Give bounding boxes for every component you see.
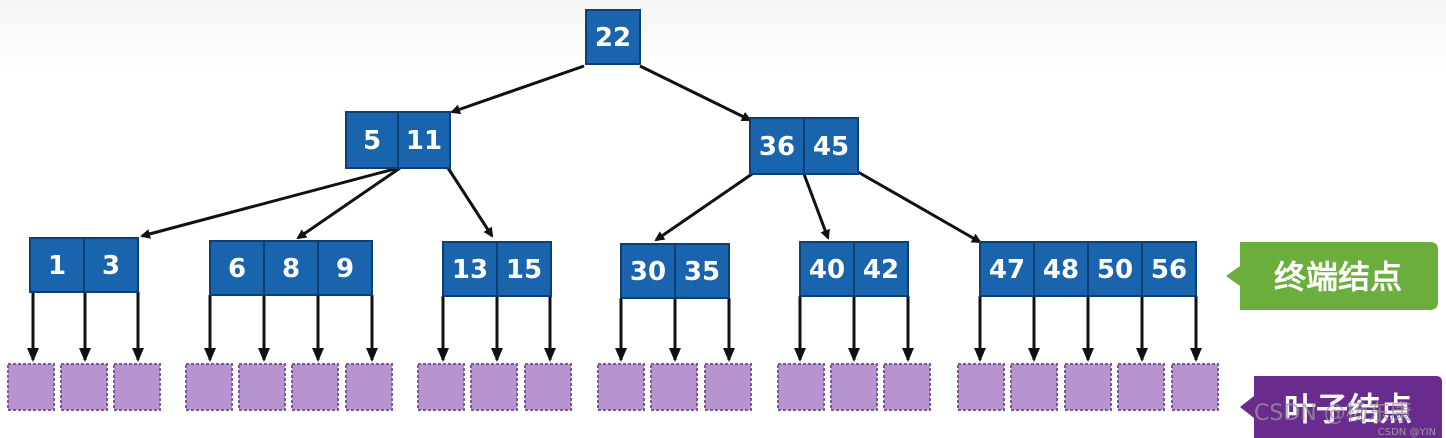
edge-36-45-to-40-42 (802, 173, 830, 240)
edge-36-45-to-30-35 (654, 172, 753, 242)
terminal-label-text: 终端结点 (1274, 258, 1402, 296)
leaf-label-text: 叶子结点 (1284, 390, 1412, 428)
node-key: 1 (48, 251, 66, 281)
leaf-node-3-1 (650, 363, 698, 411)
leaves-layer (7, 363, 1219, 411)
leaf-node-1-3 (345, 363, 393, 411)
leaf-node-3-0 (597, 363, 645, 411)
node-key: 45 (813, 132, 849, 162)
edge-5-11-to-6-8-9 (296, 166, 401, 240)
node-key: 48 (1043, 255, 1079, 285)
node-key: 13 (452, 255, 488, 285)
terminal-node-4: 40 42 (799, 241, 909, 297)
terminal-node-1: 6 8 9 (209, 240, 373, 296)
internal-node-1-cell-0 (749, 117, 805, 175)
edges-layer (27, 64, 1202, 362)
internal-node-0-cell-1 (397, 111, 451, 169)
node-key: 47 (989, 255, 1025, 285)
terminal-node-5-cell-0 (979, 241, 1035, 297)
watermark-main: CSDN @杨东康 (1254, 401, 1412, 426)
leaf-node-2-0 (417, 363, 465, 411)
node-key: 35 (684, 257, 720, 287)
leaf-node-1-0 (185, 363, 233, 411)
node-key: 30 (630, 257, 666, 287)
leaf-node-label: 叶子结点 (1240, 376, 1442, 438)
leaf-node-1-1 (238, 363, 286, 411)
terminal-node-3-cell-0 (620, 243, 676, 299)
edge-5-11-to-13-15 (446, 167, 494, 238)
leaf-node-5-3 (1117, 363, 1165, 411)
leaf-node-4-2 (883, 363, 931, 411)
node-key: 8 (282, 254, 300, 284)
terminal-node-1-cell-0 (209, 240, 265, 296)
node-key: 36 (759, 132, 795, 162)
internal-node-1: 36 45 (749, 117, 859, 175)
terminal-node-0-cell-0 (29, 237, 85, 293)
edge-root-to-right (639, 64, 752, 122)
terminal-label-badge (1226, 242, 1438, 310)
leaf-node-2-2 (524, 363, 572, 411)
leaf-node-3-2 (704, 363, 752, 411)
terminal-node-2-cell-0 (442, 241, 498, 297)
leaf-node-4-0 (777, 363, 825, 411)
internal-node-0: 5 11 (345, 111, 451, 169)
edge-36-45-to-47-56 (857, 170, 982, 244)
terminal-node-5: 47 48 50 56 (979, 241, 1197, 297)
leaf-node-0-1 (60, 363, 108, 411)
leaf-node-5-0 (957, 363, 1005, 411)
terminal-node-1-cell-1 (263, 240, 319, 296)
node-key: 11 (406, 126, 442, 156)
leaf-node-5-2 (1064, 363, 1112, 411)
terminal-node-0-cell-1 (83, 237, 139, 293)
terminal-node-2: 13 15 (442, 241, 552, 297)
leaf-node-0-2 (113, 363, 161, 411)
terminal-node-label: 终端结点 (1226, 242, 1438, 310)
node-key: 56 (1151, 255, 1187, 285)
node-key: 22 (595, 23, 631, 53)
leaf-node-2-1 (470, 363, 518, 411)
internal-node-1-cell-1 (803, 117, 859, 175)
leaf-node-5-1 (1010, 363, 1058, 411)
terminal-node-2-cell-1 (496, 241, 552, 297)
node-key: 50 (1097, 255, 1133, 285)
node-key: 40 (809, 255, 845, 285)
leaf-label-badge (1240, 376, 1442, 438)
terminal-node-1-cell-2 (317, 240, 373, 296)
node-key: 3 (102, 251, 120, 281)
terminal-node-5-cell-2 (1087, 241, 1143, 297)
node-key: 42 (863, 255, 899, 285)
leaf-node-0-0 (7, 363, 55, 411)
root-node-cell-0 (585, 9, 641, 65)
terminal-node-4-cell-0 (799, 241, 855, 297)
node-key: 6 (228, 254, 246, 284)
terminal-node-3-cell-1 (674, 243, 730, 299)
root-node: 22 (585, 9, 641, 65)
node-key: 9 (336, 254, 354, 284)
terminal-node-5-cell-3 (1141, 241, 1197, 297)
leaf-node-1-2 (291, 363, 339, 411)
leaf-node-5-4 (1171, 363, 1219, 411)
edge-5-11-to-1-3 (140, 166, 399, 239)
terminal-node-4-cell-1 (853, 241, 909, 297)
terminal-node-3: 30 35 (620, 243, 730, 299)
leaf-node-4-1 (830, 363, 878, 411)
edge-root-to-left (450, 64, 585, 115)
watermark-small: CSDN @YIN (1378, 427, 1436, 438)
node-key: 5 (363, 126, 381, 156)
node-key: 15 (506, 255, 542, 285)
